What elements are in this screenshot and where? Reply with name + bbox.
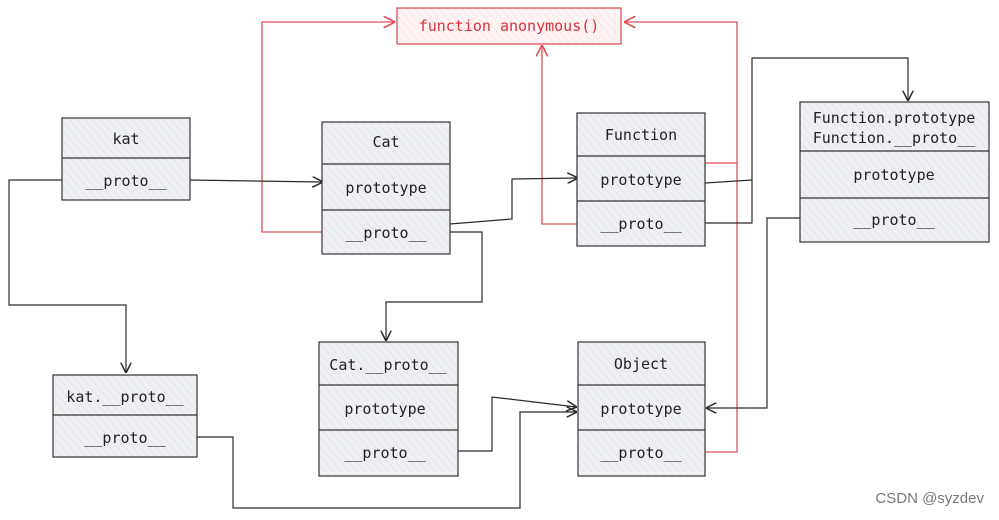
anonymous-function-label: function anonymous() [419, 17, 600, 35]
cat-proto-to-cat-proto-box-arrow [386, 231, 483, 340]
object-proto-label: __proto__ [600, 444, 682, 462]
anonymous-function-box: function anonymous() [396, 7, 622, 45]
cat-proto-box-proto-label: __proto__ [344, 444, 426, 462]
cat-proto-to-function-prototype-arrow [449, 178, 577, 225]
cat-proto-box: Cat.__proto__ prototype __proto__ [318, 341, 459, 477]
function-title: Function [605, 126, 677, 144]
cat-proto-box-prototype-label: prototype [344, 400, 425, 418]
cat-prototype-label: prototype [345, 179, 426, 197]
object-prototype-label: prototype [600, 400, 681, 418]
function-prototype-title-line1: Function.prototype [813, 109, 976, 127]
fp-proto-to-object-prototype-arrow [707, 217, 800, 408]
object-proto-to-anonymous-arrow [625, 22, 738, 453]
kat-box: kat __proto__ [61, 117, 191, 201]
function-prototype-title-line2: Function.__proto__ [813, 129, 977, 147]
kat-proto-box-title: kat.__proto__ [66, 388, 184, 406]
red-connectors [261, 22, 738, 453]
object-box: Object prototype __proto__ [577, 341, 706, 477]
cat-box: Cat prototype __proto__ [321, 121, 451, 255]
watermark-text: CSDN @syzdev [875, 490, 984, 507]
function-prototype-to-fp-box-line [704, 179, 753, 184]
object-title: Object [614, 355, 668, 373]
kat-proto-box-proto-label: __proto__ [84, 429, 166, 447]
function-proto-to-anonymous-arrow [542, 46, 577, 225]
kat-to-kat-proto-arrow [8, 179, 126, 372]
cat-proto-to-anonymous-arrow [261, 22, 394, 233]
kat-proto-box: kat.__proto__ __proto__ [52, 374, 198, 458]
kat-proto-to-cat-prototype-arrow [189, 180, 322, 182]
cat-proto-box-proto-to-object-prototype-arrow [458, 396, 576, 452]
black-connectors [8, 57, 908, 509]
function-box: Function prototype __proto__ [576, 112, 706, 247]
kat-title: kat [112, 130, 139, 148]
cat-title: Cat [372, 133, 399, 151]
cat-proto-label: __proto__ [345, 224, 427, 242]
function-prototype-proto-label: __proto__ [853, 211, 935, 229]
function-proto-to-fp-box-arrow [705, 57, 908, 224]
function-proto-label: __proto__ [600, 215, 682, 233]
function-prototype-label: prototype [600, 171, 681, 189]
kat-proto-label: __proto__ [85, 172, 167, 190]
function-prototype-prototype-label: prototype [853, 166, 934, 184]
function-prototype-box: Function.prototype Function.__proto__ pr… [799, 101, 990, 243]
cat-proto-box-title: Cat.__proto__ [329, 356, 447, 374]
kat-proto-box-proto-to-object-prototype-arrow [197, 412, 576, 509]
